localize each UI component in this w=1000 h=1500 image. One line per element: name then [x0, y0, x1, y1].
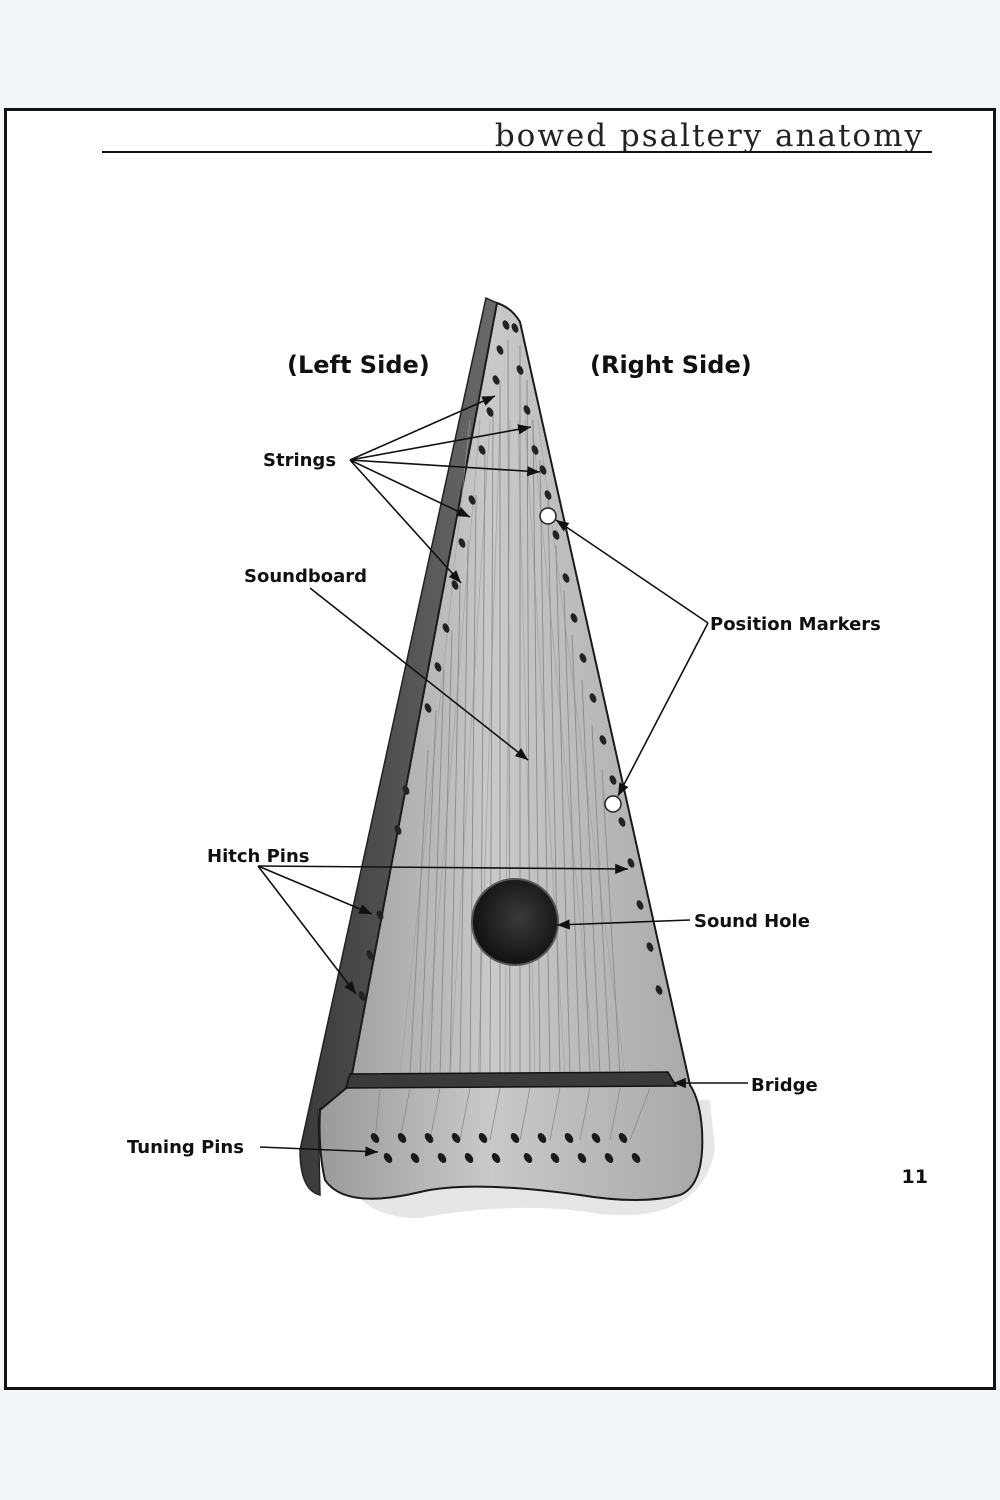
left-side-label: (Left Side) — [287, 351, 430, 379]
soundboard-label: Soundboard — [244, 566, 367, 587]
bridge-label: Bridge — [751, 1075, 818, 1096]
sound-hole-label: Sound Hole — [694, 911, 810, 932]
page-title: bowed psaltery anatomy — [494, 118, 924, 154]
bridge — [345, 1071, 678, 1089]
hitch-pins-left — [358, 320, 510, 1001]
leader-arrows — [257, 395, 748, 1157]
right-side-label: (Right Side) — [590, 351, 752, 379]
hitch-pins-right — [511, 323, 663, 995]
hitch-pins-label: Hitch Pins — [207, 846, 309, 867]
string-fan — [374, 1087, 651, 1141]
soundboard — [318, 301, 704, 1201]
strings-label: Strings — [263, 450, 336, 471]
tuning-pins — [370, 1133, 641, 1163]
position-marker-upper — [539, 507, 557, 525]
strings — [409, 339, 621, 1076]
page-number: 11 — [901, 1166, 928, 1188]
sound-hole — [471, 878, 559, 966]
tuning-pins-label: Tuning Pins — [127, 1137, 244, 1158]
position-marker-lower — [604, 795, 622, 813]
header-rule — [102, 151, 932, 153]
position-markers-label: Position Markers — [710, 614, 881, 635]
